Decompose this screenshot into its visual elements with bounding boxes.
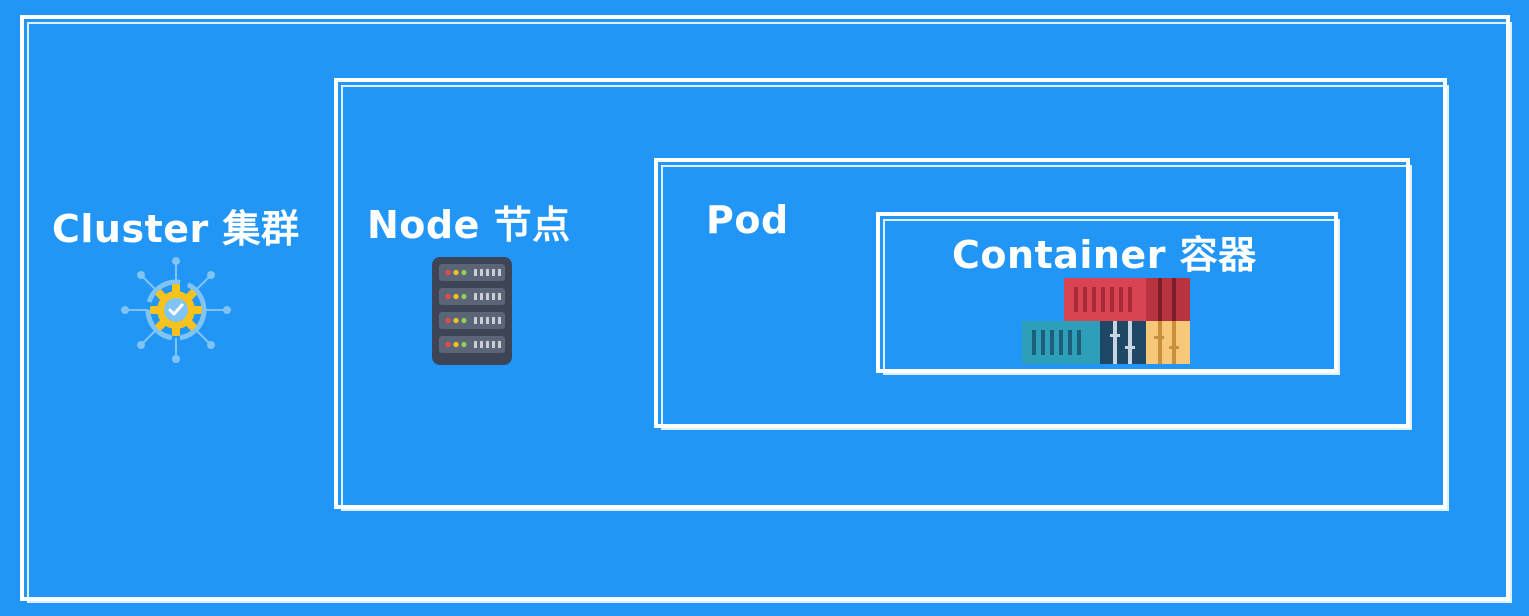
server-rack-icon bbox=[432, 257, 512, 365]
node-label: Node 节点 bbox=[367, 203, 571, 247]
cluster-label: Cluster 集群 bbox=[52, 207, 300, 251]
shipping-containers-icon bbox=[1022, 278, 1190, 364]
pod-label: Pod bbox=[706, 198, 789, 242]
cluster-gear-icon bbox=[121, 257, 231, 363]
container-label: Container 容器 bbox=[952, 233, 1257, 277]
